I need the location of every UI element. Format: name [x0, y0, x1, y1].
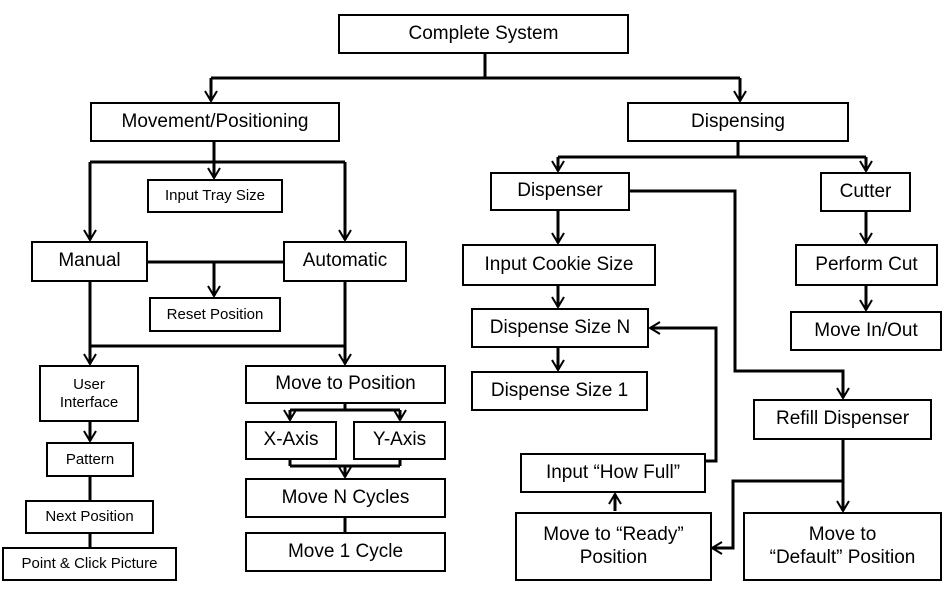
node-label: Movement/Positioning — [121, 110, 309, 132]
node-move-n-cycles: Move N Cycles — [245, 478, 446, 518]
node-label: Move to “Default” Position — [769, 523, 916, 568]
node-label: Reset Position — [166, 305, 264, 323]
edge-move-to-position-split — [290, 404, 400, 412]
node-y-axis: Y-Axis — [353, 421, 446, 460]
node-label: Automatic — [302, 250, 388, 272]
node-move-to-ready-position: Move to “Ready” Position — [515, 512, 712, 581]
edge-manual-down — [88, 282, 345, 348]
node-perform-cut: Perform Cut — [795, 244, 938, 286]
node-move-in-out: Move In/Out — [790, 311, 942, 351]
node-dispensing: Dispensing — [627, 102, 849, 142]
node-label: Complete System — [408, 22, 559, 44]
node-input-cookie-size: Input Cookie Size — [462, 244, 656, 286]
node-pattern: Pattern — [46, 442, 134, 477]
node-move-to-position: Move to Position — [245, 365, 446, 404]
node-input-how-full: Input “How Full” — [520, 453, 706, 493]
node-dispense-size-n: Dispense Size N — [471, 308, 649, 348]
node-label: Move In/Out — [814, 319, 918, 341]
node-complete-system: Complete System — [338, 14, 629, 54]
node-refill-dispenser: Refill Dispenser — [753, 399, 932, 440]
node-dispense-size-1: Dispense Size 1 — [471, 371, 648, 411]
node-next-position: Next Position — [25, 500, 154, 534]
node-input-tray-size: Input Tray Size — [147, 179, 283, 213]
node-label: Refill Dispenser — [775, 408, 910, 430]
node-point-click-picture: Point & Click Picture — [2, 547, 177, 581]
edge-movement-split — [90, 142, 345, 164]
node-movement-positioning: Movement/Positioning — [90, 102, 340, 142]
node-label: User Interface — [59, 375, 119, 411]
node-dispenser: Dispenser — [490, 172, 630, 211]
edge-how-full-to-size-n — [648, 321, 718, 463]
node-label: Move to Position — [275, 373, 416, 395]
node-label: Y-Axis — [372, 429, 427, 451]
node-x-axis: X-Axis — [245, 421, 337, 460]
edge-dispenser-to-refill — [630, 189, 850, 400]
node-label: Manual — [58, 250, 121, 272]
node-label: Cutter — [839, 180, 892, 202]
node-label: X-Axis — [263, 429, 319, 451]
node-label: Input Tray Size — [164, 187, 266, 204]
node-reset-position: Reset Position — [149, 297, 281, 332]
node-label: Dispense Size 1 — [490, 379, 629, 401]
node-label: Move to “Ready” Position — [543, 523, 684, 568]
node-label: Dispenser — [517, 180, 603, 202]
edge-refill-to-ready — [710, 479, 843, 555]
node-label: Dispense Size N — [489, 316, 631, 338]
node-move-to-default-position: Move to “Default” Position — [743, 512, 942, 581]
node-label: Pattern — [65, 450, 115, 468]
node-label: Move N Cycles — [281, 486, 410, 508]
node-label: Move 1 Cycle — [287, 540, 404, 562]
edge-system-split — [211, 54, 740, 80]
edge-dispensing-split — [558, 142, 866, 159]
node-label: Next Position — [45, 508, 134, 525]
node-manual: Manual — [31, 241, 148, 282]
node-user-interface: User Interface — [39, 365, 139, 422]
node-label: Perform Cut — [815, 253, 918, 275]
node-label: Dispensing — [691, 110, 785, 132]
node-label: Point & Click Picture — [21, 555, 158, 572]
node-cutter: Cutter — [820, 172, 911, 212]
node-label: Input “How Full” — [545, 461, 681, 483]
node-move-1-cycle: Move 1 Cycle — [245, 532, 446, 572]
edge-axes-join — [288, 460, 402, 468]
node-label: Input Cookie Size — [484, 253, 634, 275]
node-automatic: Automatic — [283, 241, 407, 282]
